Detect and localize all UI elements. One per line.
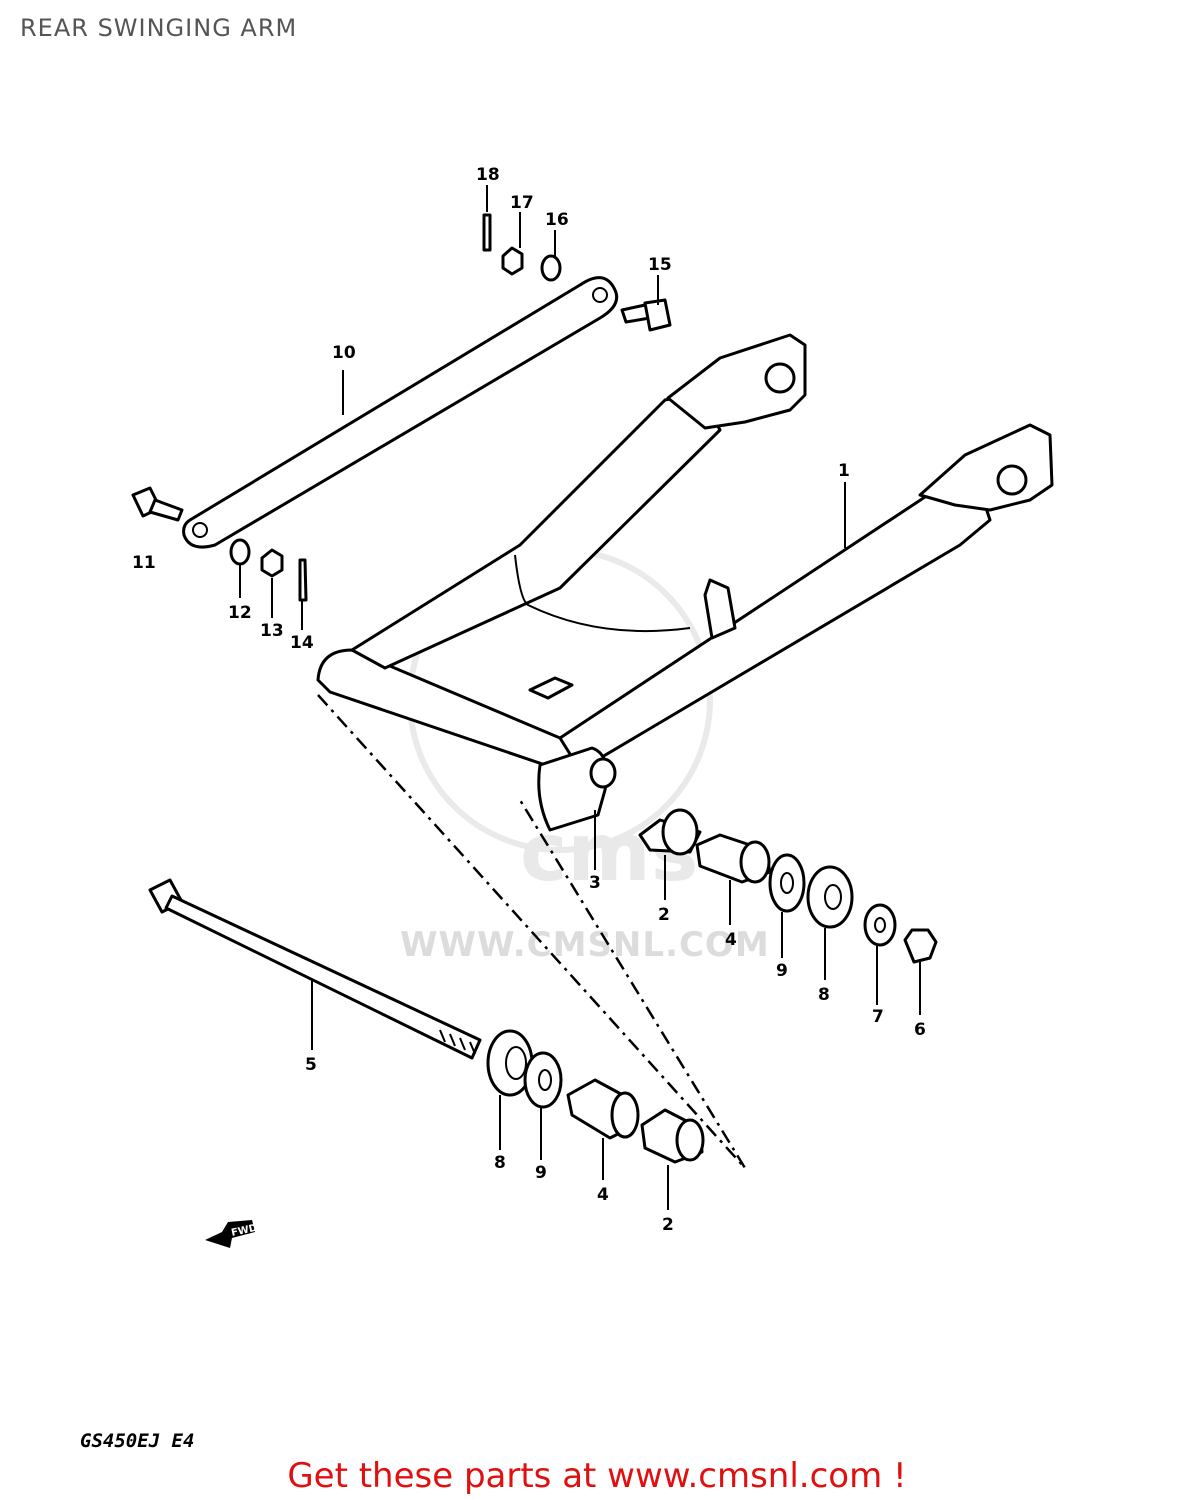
callout-17: 17 xyxy=(510,193,534,213)
callout-10: 10 xyxy=(332,343,356,363)
callout-9-right: 9 xyxy=(776,961,788,981)
callout-1: 1 xyxy=(838,461,850,481)
callout-2-left: 2 xyxy=(662,1215,674,1235)
callout-6: 6 xyxy=(914,1020,926,1040)
callout-2-right: 2 xyxy=(658,905,670,925)
model-code: GS450EJ E4 xyxy=(80,1430,195,1452)
callout-5: 5 xyxy=(305,1055,317,1075)
callout-18: 18 xyxy=(476,165,500,185)
torque-link xyxy=(182,276,619,549)
nut-6 xyxy=(903,928,938,964)
washer-12 xyxy=(229,538,251,566)
callout-7: 7 xyxy=(872,1007,884,1027)
callout-4-left: 4 xyxy=(597,1185,609,1205)
page-title: REAR SWINGING ARM xyxy=(20,14,298,42)
washer-16 xyxy=(540,254,562,282)
nut-17 xyxy=(501,246,524,276)
callout-8-right: 8 xyxy=(818,985,830,1005)
nut-13 xyxy=(260,548,284,578)
callout-14: 14 xyxy=(290,633,314,653)
callout-3: 3 xyxy=(589,873,601,893)
right-bearing-stack xyxy=(638,808,938,964)
seal-8-right xyxy=(806,865,854,929)
callout-4-right: 4 xyxy=(725,930,737,950)
swinging-arm xyxy=(316,333,1054,832)
callout-8-left: 8 xyxy=(494,1153,506,1173)
pivot-shaft xyxy=(148,878,482,1060)
callout-12: 12 xyxy=(228,603,252,623)
pivot-axis-line xyxy=(317,694,747,1169)
cotter-pin-14 xyxy=(298,558,308,602)
bolt-11 xyxy=(131,486,184,522)
washer-9-right xyxy=(768,853,806,913)
leader-lines xyxy=(239,185,921,1210)
left-bearing-stack xyxy=(486,1029,705,1164)
bolt-15 xyxy=(620,298,672,332)
cotter-pin-18 xyxy=(482,213,492,252)
callout-11: 11 xyxy=(132,553,156,573)
bearing-2-right xyxy=(661,808,699,856)
callout-9-left: 9 xyxy=(535,1163,547,1183)
callout-16: 16 xyxy=(545,210,569,230)
callout-15: 15 xyxy=(648,255,672,275)
callout-13: 13 xyxy=(260,621,284,641)
promo-link[interactable]: Get these parts at www.cmsnl.com ! xyxy=(287,1456,907,1496)
fwd-arrow-icon: FWD xyxy=(205,1220,258,1248)
svg-text:FWD: FWD xyxy=(230,1223,258,1239)
washer-7 xyxy=(863,903,897,947)
watermark-text: WWW.CMSNL.COM xyxy=(400,925,770,965)
washer-9-left xyxy=(523,1051,563,1109)
